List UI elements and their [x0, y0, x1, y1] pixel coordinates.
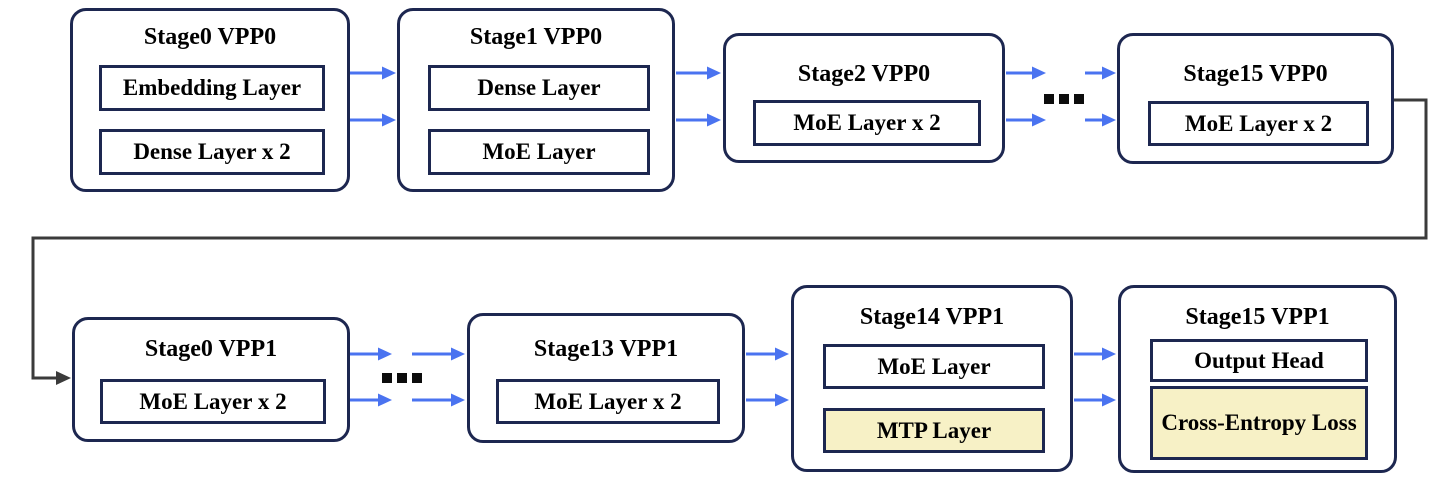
wraparound-connector-arrowhead	[56, 371, 71, 385]
layer-box-cross-entropy-loss-highlighted: Cross-Entropy Loss	[1150, 386, 1368, 460]
stage-title: Stage15 VPP1	[1185, 304, 1330, 330]
stage-title: Stage0 VPP1	[144, 336, 278, 362]
stage-title: Stage0 VPP0	[143, 24, 277, 50]
layer-box-dense: Dense Layer	[428, 65, 650, 111]
ellipsis-dot	[397, 373, 407, 383]
stage-box-stage1-vpp0: Stage1 VPP0 Dense Layer MoE Layer	[397, 8, 675, 192]
ellipsis-dot	[1059, 94, 1069, 104]
ellipsis-dots-icon	[382, 373, 422, 383]
ellipsis-dots-icon	[1044, 94, 1084, 104]
stage-title: Stage14 VPP1	[859, 304, 1005, 330]
stage-box-stage15-vpp0: Stage15 VPP0 MoE Layer x 2	[1117, 33, 1394, 164]
stage-box-stage0-vpp0: Stage0 VPP0 Embedding Layer Dense Layer …	[70, 8, 350, 192]
stage-box-stage13-vpp1: Stage13 VPP1 MoE Layer x 2	[467, 313, 745, 443]
arrows-stage13vpp1-to-stage14vpp1	[746, 347, 789, 407]
stage-title: Stage1 VPP0	[469, 24, 603, 50]
stage-title: Stage13 VPP1	[533, 336, 679, 362]
arrows-stage0vpp0-to-stage1vpp0	[350, 66, 396, 127]
stage-box-stage0-vpp1: Stage0 VPP1 MoE Layer x 2	[72, 317, 350, 442]
layer-box-dense-x2: Dense Layer x 2	[99, 129, 325, 175]
layer-box-moe: MoE Layer	[428, 129, 650, 175]
layer-box-moe-x2: MoE Layer x 2	[1148, 101, 1369, 146]
ellipsis-dot	[1044, 94, 1054, 104]
stage-box-stage15-vpp1: Stage15 VPP1 Output Head Cross-Entropy L…	[1118, 285, 1397, 473]
stage-title: Stage2 VPP0	[797, 61, 931, 87]
arrows-stage1vpp0-to-stage2vpp0	[676, 66, 721, 127]
layer-box-moe-x2: MoE Layer x 2	[496, 379, 720, 424]
layer-box-moe-x2: MoE Layer x 2	[753, 100, 981, 146]
layer-box-embedding: Embedding Layer	[99, 65, 325, 111]
ellipsis-dot	[1074, 94, 1084, 104]
arrows-stage14vpp1-to-stage15vpp1	[1074, 347, 1116, 407]
ellipsis-dot	[412, 373, 422, 383]
layer-box-moe-x2: MoE Layer x 2	[100, 379, 326, 424]
stage-box-stage14-vpp1: Stage14 VPP1 MoE Layer MTP Layer	[791, 285, 1073, 472]
layer-box-moe: MoE Layer	[823, 344, 1045, 389]
stage-box-stage2-vpp0: Stage2 VPP0 MoE Layer x 2	[723, 33, 1005, 163]
layer-box-output-head: Output Head	[1150, 339, 1368, 382]
arrows-ellipsis-to-stage15vpp0	[1085, 66, 1116, 127]
stage-title: Stage15 VPP0	[1183, 61, 1328, 87]
layer-box-mtp-highlighted: MTP Layer	[823, 408, 1045, 453]
ellipsis-dot	[382, 373, 392, 383]
arrows-stage2vpp0-to-ellipsis	[1006, 66, 1046, 127]
